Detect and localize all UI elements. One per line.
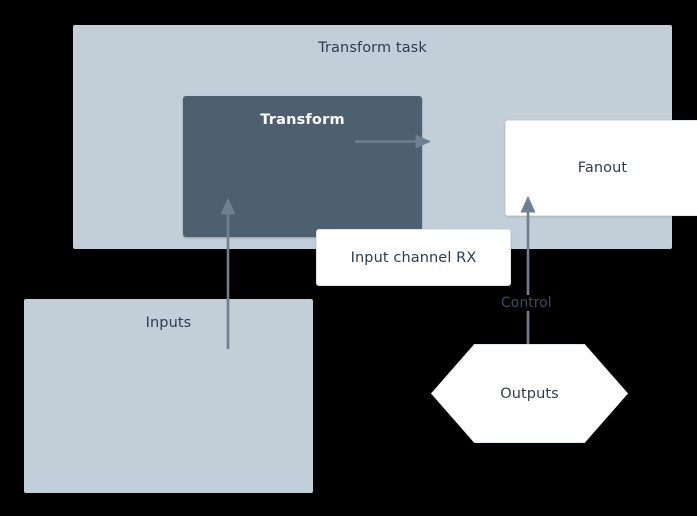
node-transform-label: Transform (260, 112, 345, 128)
group-transform-task[interactable]: Transform task Transform Input channel R… (73, 25, 697, 286)
node-fanout[interactable]: Fanout (505, 120, 697, 216)
node-input-channel-rx[interactable]: Input channel RX (316, 229, 511, 286)
node-input-channel-rx-label: Input channel RX (350, 249, 477, 266)
node-outputs-label: Outputs (500, 385, 559, 402)
node-outputs[interactable]: Outputs (431, 344, 628, 443)
group-inputs-label: Inputs (145, 315, 192, 331)
node-transform[interactable]: Transform Input channel RX (183, 96, 511, 286)
group-transform-task-label: Transform task (318, 40, 427, 56)
node-fanout-label: Fanout (577, 160, 628, 176)
group-inputs[interactable]: Inputs Input channel TX (24, 299, 313, 493)
edge-label-control: Control (497, 295, 556, 311)
